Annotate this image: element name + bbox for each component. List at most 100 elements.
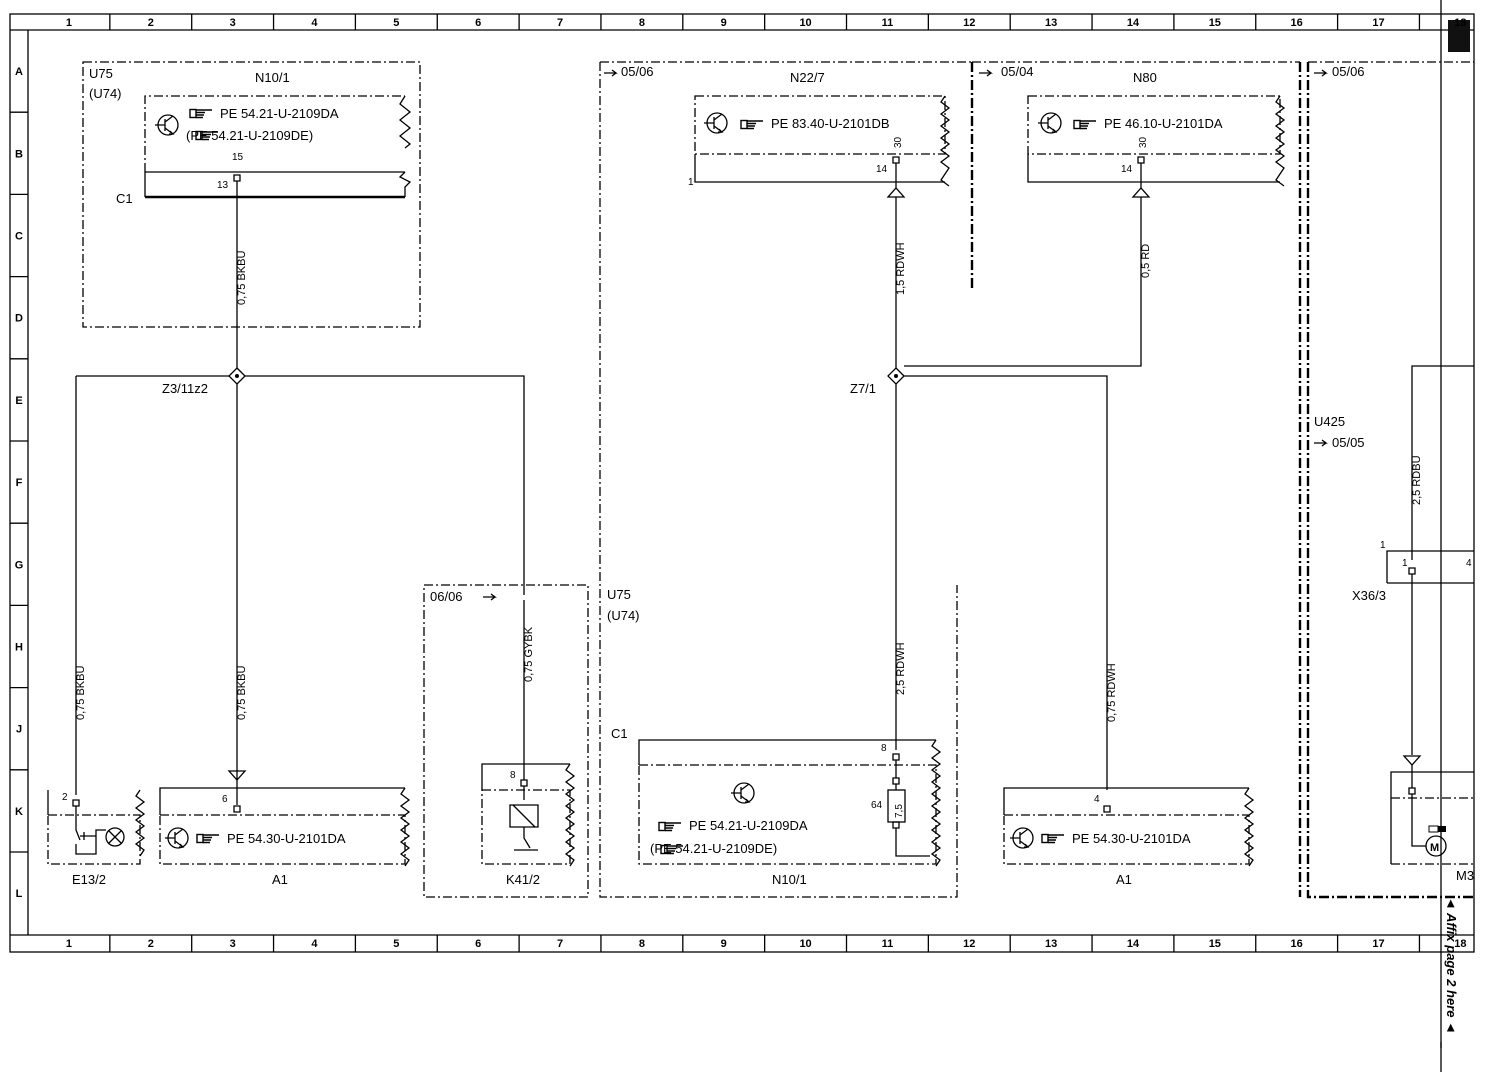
column-number-top: 15 bbox=[1209, 17, 1221, 29]
column-number-bottom: 13 bbox=[1045, 938, 1057, 950]
component-label: N22/7 bbox=[790, 70, 825, 85]
column-number-top: 1 bbox=[66, 17, 72, 29]
column-number-top: 5 bbox=[393, 17, 399, 29]
u74-label: (U74) bbox=[89, 86, 122, 101]
control-unit-icon bbox=[730, 782, 755, 804]
column-number-top: 13 bbox=[1045, 17, 1057, 29]
column-number-top: 17 bbox=[1372, 17, 1384, 29]
component-k41-2: 06/06 0,75 GYBK 8 K41/2 bbox=[423, 584, 589, 898]
column-number-top: 18 bbox=[1454, 17, 1466, 29]
wire-label: 0,5 RD bbox=[1140, 244, 1152, 278]
pointing-hand-icon bbox=[658, 821, 682, 832]
column-number-bottom: 10 bbox=[799, 938, 811, 950]
pin-label: 30 bbox=[1138, 136, 1149, 148]
wire-label: 0,75 GYBK bbox=[523, 626, 535, 682]
wire-label: 0,75 BKBU bbox=[236, 666, 248, 720]
splice-label: Z7/1 bbox=[850, 381, 876, 396]
control-unit-icon bbox=[164, 827, 189, 849]
row-letter: H bbox=[15, 642, 23, 654]
cross-reference: 06/06 bbox=[430, 589, 463, 604]
column-number-top: 9 bbox=[721, 17, 727, 29]
pe-reference-alt: (PE 54.21-U-2109DE) bbox=[186, 128, 313, 143]
u75-label: U75 bbox=[89, 66, 113, 81]
pe-reference: PE 83.40-U-2101DB bbox=[771, 116, 890, 131]
column-number-top: 8 bbox=[639, 17, 645, 29]
column-number-bottom: 12 bbox=[963, 938, 975, 950]
connector-label: X36/3 bbox=[1352, 588, 1386, 603]
column-number-bottom: 4 bbox=[311, 938, 318, 950]
pin-label: 1 bbox=[688, 177, 694, 188]
column-number-bottom: 1 bbox=[66, 938, 72, 950]
component-label: N10/1 bbox=[772, 872, 807, 887]
column-number-bottom: 2 bbox=[148, 938, 154, 950]
component-a1-left: 6 PE 54.30-U-2101DA A1 bbox=[159, 787, 411, 887]
fuse-rating: 7,5 bbox=[894, 804, 905, 818]
pe-reference: PE 54.21-U-2109DA bbox=[689, 818, 808, 833]
column-number-bottom: 5 bbox=[393, 938, 399, 950]
pointing-hand-icon bbox=[1041, 833, 1065, 844]
pin-label: 2 bbox=[62, 792, 68, 803]
column-number-bottom: 18 bbox=[1454, 938, 1466, 950]
pin-label: 4 bbox=[1466, 558, 1472, 569]
control-unit-icon bbox=[703, 112, 728, 134]
row-letter: D bbox=[15, 313, 23, 325]
column-number-bottom: 7 bbox=[557, 938, 563, 950]
column-number-bottom: 8 bbox=[639, 938, 645, 950]
component-label: K41/2 bbox=[506, 872, 540, 887]
pointing-hand-icon bbox=[1073, 119, 1097, 130]
region-u425: 05/06 U425 05/05 2,5 RDBU 1 1 4 X36/3 M … bbox=[1298, 61, 1474, 899]
pin-label: 1 bbox=[1380, 540, 1386, 551]
pin-label: 1 bbox=[1402, 558, 1408, 569]
u425-label: U425 bbox=[1314, 414, 1345, 429]
row-letter: J bbox=[16, 724, 22, 736]
pe-reference: PE 46.10-U-2101DA bbox=[1104, 116, 1223, 131]
column-number-top: 2 bbox=[148, 17, 154, 29]
row-letter: F bbox=[16, 477, 23, 489]
column-number-top: 12 bbox=[963, 17, 975, 29]
component-n80: 05/04 N80 PE 46.10-U-2101DA 30 14 0,5 RD bbox=[904, 61, 1300, 367]
cross-reference: 05/06 bbox=[1332, 64, 1365, 79]
column-number-bottom: 3 bbox=[230, 938, 236, 950]
control-unit-icon bbox=[1009, 827, 1034, 849]
pointing-hand-icon bbox=[740, 119, 764, 130]
pointing-hand-icon bbox=[189, 108, 213, 119]
pin-label: 14 bbox=[876, 164, 888, 175]
component-label: M3 bbox=[1456, 868, 1474, 883]
column-ruler: 1122334455667788991010111112121313141415… bbox=[66, 14, 1467, 952]
column-number-top: 11 bbox=[882, 17, 894, 29]
motor-icon bbox=[1425, 835, 1447, 857]
wire-label: 2,5 RDBU bbox=[1411, 455, 1423, 505]
connector-c1-label: C1 bbox=[116, 191, 133, 206]
motor-icon-letter: M bbox=[1430, 842, 1439, 854]
wire-label: 2,5 RDWH bbox=[895, 642, 907, 695]
cross-reference: 05/05 bbox=[1332, 435, 1365, 450]
pin-label: 14 bbox=[1121, 164, 1133, 175]
pin-label: 13 bbox=[217, 180, 229, 191]
pointing-hand-icon bbox=[196, 833, 220, 844]
component-label: N80 bbox=[1133, 70, 1157, 85]
component-n22-7: N22/7 PE 83.40-U-2101DB 30 14 1 1,5 RDWH bbox=[688, 70, 951, 368]
column-number-top: 6 bbox=[475, 17, 481, 29]
column-number-top: 10 bbox=[799, 17, 811, 29]
pe-reference: PE 54.30-U-2101DA bbox=[227, 831, 346, 846]
component-a1-right: 4 PE 54.30-U-2101DA A1 bbox=[1003, 787, 1255, 887]
u75-label: U75 bbox=[607, 587, 631, 602]
row-letter: K bbox=[15, 806, 23, 818]
component-label: A1 bbox=[272, 872, 288, 887]
pin-label: 6 bbox=[222, 794, 228, 805]
n10-1-label: N10/1 bbox=[255, 70, 290, 85]
column-number-bottom: 9 bbox=[721, 938, 727, 950]
fuse-number: 64 bbox=[871, 800, 883, 811]
column-number-bottom: 15 bbox=[1209, 938, 1221, 950]
pin-label: 30 bbox=[893, 136, 904, 148]
row-letter: E bbox=[15, 395, 22, 407]
column-number-top: 14 bbox=[1127, 17, 1140, 29]
pe-reference-alt: (PE 54.21-U-2109DE) bbox=[650, 841, 777, 856]
sheet-frame bbox=[9, 0, 1475, 1072]
wire-label: 0,75 RDWH bbox=[1106, 663, 1118, 722]
connector-c1-label: C1 bbox=[611, 726, 628, 741]
column-number-top: 3 bbox=[230, 17, 236, 29]
control-unit-icon bbox=[1037, 112, 1062, 134]
row-letter: G bbox=[15, 559, 24, 571]
